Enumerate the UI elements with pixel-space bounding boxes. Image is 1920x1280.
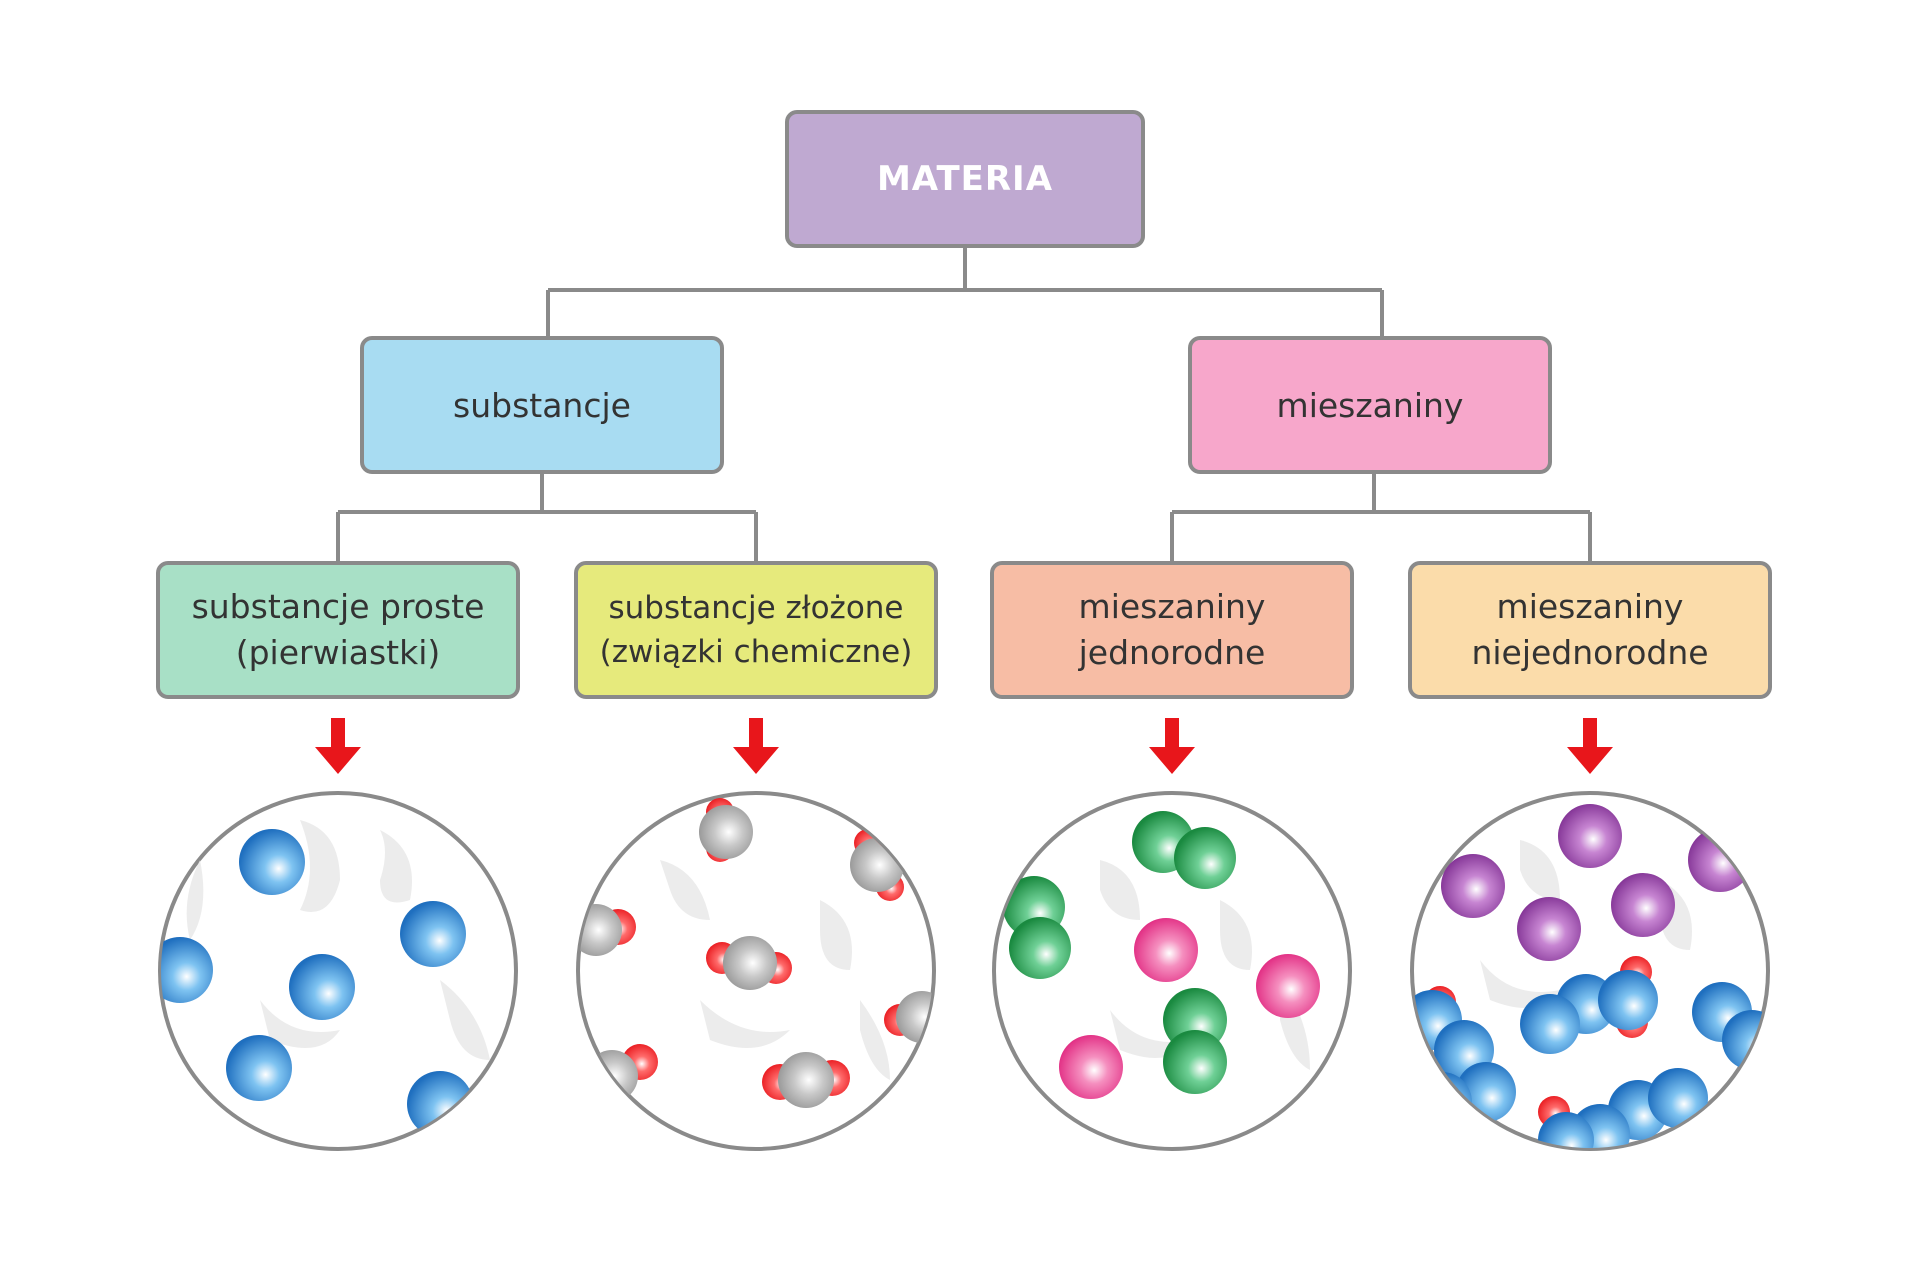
node-mieszaniny-niejednorodne: mieszaniny niejednorodne <box>1408 561 1772 699</box>
node-substancje-zlozone: substancje złożone (związki chemiczne) <box>574 561 938 699</box>
node-materia: MATERIA <box>785 110 1145 248</box>
node-mieszaniny-jednorodne: mieszaniny jednorodne <box>990 561 1354 699</box>
node-substancje-proste: substancje proste (pierwiastki) <box>156 561 520 699</box>
node-label-line: (związki chemiczne) <box>599 634 913 670</box>
connector-mieszaniny <box>1170 474 1592 561</box>
node-substancje: substancje <box>360 336 724 474</box>
node-substancje-label: substancje <box>453 385 631 425</box>
node-label-line: jednorodne <box>1078 633 1266 672</box>
node-label-line: substancje proste <box>191 587 485 626</box>
illustration-pierwiastki <box>158 791 518 1151</box>
node-label-line: substancje złożone <box>608 590 904 626</box>
node-label-line: mieszaniny <box>1496 587 1684 626</box>
node-label-line: niejednorodne <box>1471 633 1709 672</box>
node-label-line: mieszaniny <box>1078 587 1266 626</box>
down-arrow-icon <box>733 718 779 774</box>
down-arrow-icon <box>315 718 361 774</box>
node-mieszaniny-label: mieszaniny <box>1276 385 1464 425</box>
tree-connectors <box>336 248 1592 561</box>
illustration-zwiazki-chemiczne <box>576 791 936 1151</box>
arrows <box>315 718 1613 774</box>
illustration-mieszaniny-niejednorodne <box>1410 791 1770 1151</box>
illustration-mieszaniny-jednorodne <box>992 791 1352 1151</box>
node-mieszaniny: mieszaniny <box>1188 336 1552 474</box>
down-arrow-icon <box>1149 718 1195 774</box>
connector-root <box>546 248 1384 336</box>
node-label-line: (pierwiastki) <box>235 633 441 672</box>
down-arrow-icon <box>1567 718 1613 774</box>
connector-substancje <box>336 474 758 561</box>
node-materia-label: MATERIA <box>876 159 1054 199</box>
